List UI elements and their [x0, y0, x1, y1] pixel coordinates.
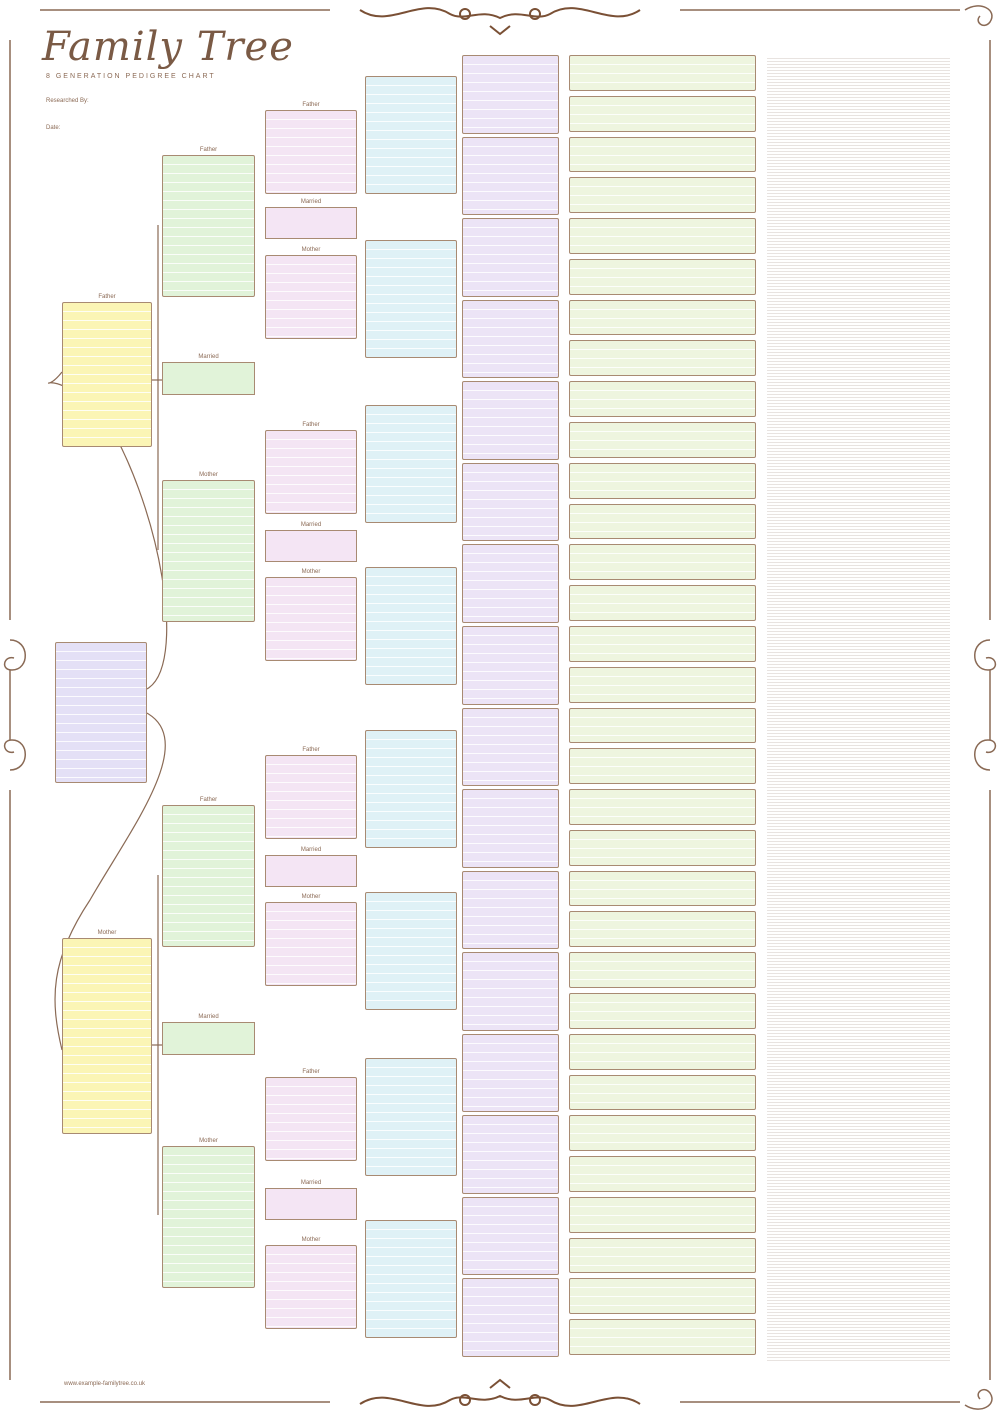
gen6-box[interactable] [462, 299, 559, 379]
gen7-box[interactable] [569, 95, 756, 132]
gen7-box[interactable] [569, 1319, 756, 1355]
gen7-box[interactable] [569, 1115, 756, 1152]
gen7-box[interactable] [569, 829, 756, 866]
great-grandparent-box[interactable]: Mother [265, 247, 357, 339]
great-grandparent-box[interactable]: Father [265, 747, 357, 839]
gen6-box[interactable] [462, 625, 559, 705]
gen6-box[interactable] [462, 789, 559, 868]
married-box[interactable]: Married [265, 847, 357, 887]
gen7-box[interactable] [569, 625, 756, 662]
gen7-box[interactable] [569, 299, 756, 336]
gen7-box[interactable] [569, 952, 756, 988]
gen6-box[interactable] [462, 136, 559, 216]
gen7-box[interactable] [569, 55, 756, 91]
gen7-box[interactable] [569, 748, 756, 785]
gen7-box[interactable] [569, 911, 756, 948]
side-scroll-icon [3, 639, 26, 771]
great-grandparent-box[interactable]: Father [265, 1069, 357, 1161]
gen5-box[interactable] [365, 405, 457, 523]
father-box[interactable]: Father [62, 294, 152, 447]
gen7-box[interactable] [569, 1196, 756, 1233]
gen6-box[interactable] [462, 218, 559, 297]
gen7-box[interactable] [569, 1156, 756, 1192]
married-box[interactable]: Married [162, 1014, 255, 1055]
married-box[interactable]: Married [265, 1180, 357, 1220]
mother-label: Mother [97, 930, 117, 936]
gen6-box[interactable] [462, 544, 559, 623]
gen6-box[interactable] [462, 1196, 559, 1276]
gen7-box[interactable] [569, 136, 756, 173]
mother-box[interactable]: Mother [62, 930, 152, 1134]
page-title: Family Tree [42, 24, 294, 70]
gen7-box[interactable] [569, 585, 756, 621]
gen6-box[interactable] [462, 952, 559, 1031]
gen6-box[interactable] [462, 381, 559, 460]
great-grandparent-box[interactable]: Mother [265, 1237, 357, 1329]
flourish-top-icon [359, 7, 641, 36]
gen7-box[interactable] [569, 544, 756, 581]
gen5-box[interactable] [365, 76, 457, 194]
gen5-box[interactable] [365, 1058, 457, 1176]
gen7-box[interactable] [569, 992, 756, 1029]
grandparent-box[interactable]: Father [162, 147, 255, 297]
grandparent-box[interactable]: Mother [162, 472, 255, 622]
gen7-box[interactable] [569, 1074, 756, 1111]
gen7-box[interactable] [569, 218, 756, 254]
gen8-column[interactable] [767, 56, 950, 1361]
gen7-box[interactable] [569, 503, 756, 540]
footer-url: www.example-familytree.co.uk [64, 1381, 146, 1387]
married-box[interactable]: Married [265, 199, 357, 239]
flourish-bottom-icon [359, 1378, 641, 1407]
gen7-box[interactable] [569, 1033, 756, 1070]
gen7-box[interactable] [569, 1237, 756, 1274]
side-scroll-icon [974, 639, 997, 771]
researched-by-field[interactable]: Researched By: [46, 98, 89, 104]
gen7-box[interactable] [569, 422, 756, 458]
gen6-box[interactable] [462, 1115, 559, 1194]
great-grandparent-box[interactable]: Father [265, 422, 357, 514]
corner-swirl-icon [964, 1388, 993, 1410]
gen7-box[interactable] [569, 340, 756, 377]
gen6-box[interactable] [462, 870, 559, 950]
gen7-box[interactable] [569, 462, 756, 499]
gen7-box[interactable] [569, 789, 756, 825]
person-box-gen1[interactable] [55, 642, 147, 783]
gen7-box[interactable] [569, 381, 756, 418]
date-field[interactable]: Date: [46, 125, 61, 131]
gen5-box[interactable] [365, 1220, 457, 1338]
gen7-box[interactable] [569, 870, 756, 907]
gen7-box[interactable] [569, 1278, 756, 1315]
great-grandparent-box[interactable]: Mother [265, 569, 357, 661]
gen5-box[interactable] [365, 730, 457, 848]
great-grandparent-box[interactable]: Mother [265, 894, 357, 986]
page-subtitle: 8 GENERATION PEDIGREE CHART [46, 73, 216, 80]
gen5-box[interactable] [365, 567, 457, 685]
gen6-box[interactable] [462, 707, 559, 787]
gen7-box[interactable] [569, 258, 756, 295]
gen5-box[interactable] [365, 240, 457, 358]
great-grandparent-box[interactable]: Father [265, 102, 357, 194]
married-box[interactable]: Married [162, 354, 255, 395]
grandparent-box[interactable]: Mother [162, 1138, 255, 1288]
father-label: Father [98, 294, 116, 300]
corner-swirl-icon [964, 5, 993, 27]
gen6-box[interactable] [462, 1033, 559, 1113]
gen6-box[interactable] [462, 462, 559, 542]
gen5-box[interactable] [365, 892, 457, 1010]
gen6-box[interactable] [462, 1278, 559, 1357]
gen6-box[interactable] [462, 55, 559, 134]
married-box[interactable]: Married [265, 522, 357, 562]
gen7-box[interactable] [569, 666, 756, 703]
gen7-box[interactable] [569, 177, 756, 214]
grandparent-box[interactable]: Father [162, 797, 255, 947]
gen7-box[interactable] [569, 707, 756, 744]
